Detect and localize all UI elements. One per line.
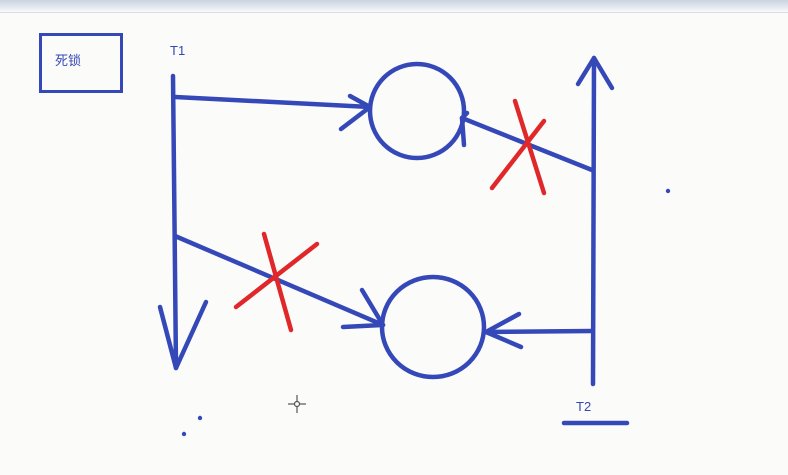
t2-timeline-arrowhead <box>575 55 615 91</box>
t1-timeline-arrowhead <box>157 299 209 371</box>
blocked-mark-bottom-stroke-b <box>233 241 320 310</box>
t1-to-top-resource-arrowhead <box>338 93 373 132</box>
blocked-mark-top-stroke-b <box>489 118 547 191</box>
crosshair-cursor-icon <box>288 395 306 413</box>
window-top-edge <box>0 0 788 13</box>
stray-dot <box>665 188 671 194</box>
t2-to-bottom-resource-arrow <box>483 328 595 335</box>
t2-to-top-resource-arrowhead <box>459 110 470 148</box>
stray-dot <box>197 415 203 421</box>
transaction-t2-label: T2 <box>576 399 592 414</box>
t1-to-top-resource-arrow <box>172 94 373 110</box>
stray-dot <box>181 431 187 437</box>
blocked-mark-bottom-stroke-a <box>261 231 294 333</box>
t2-timeline <box>590 55 597 387</box>
blocked-mark-top-stroke-a <box>512 98 547 196</box>
resource-circle-top <box>367 61 467 161</box>
t2-to-bottom-resource-arrowhead <box>483 311 524 350</box>
resource-circle-bottom <box>379 274 487 380</box>
t1-to-bottom-resource-arrowhead <box>340 287 386 330</box>
diagram-title: 死锁 <box>55 54 82 69</box>
t1-timeline <box>170 73 179 371</box>
title-box: 死锁 <box>39 33 123 93</box>
transaction-t1-label: T1 <box>170 43 186 58</box>
